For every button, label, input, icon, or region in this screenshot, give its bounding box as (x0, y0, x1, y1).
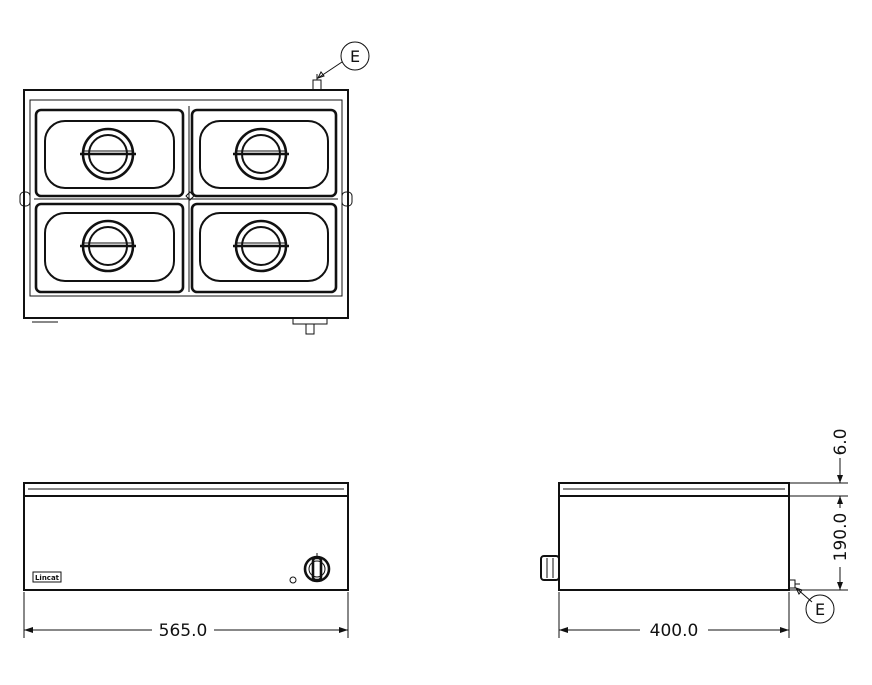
brand-badge: Lincat (32, 571, 62, 583)
left-handle (19, 191, 31, 207)
pan-well-top-right (190, 108, 338, 198)
electrical-connection-top (312, 74, 322, 91)
control-knob-top (292, 317, 328, 335)
side-view: E 400.0 6.0 190.0 (540, 428, 851, 641)
dimension-lid-height-label: 6.0 (831, 428, 851, 455)
top-view-inner-frame (29, 99, 343, 297)
callout-e-side-label: E (815, 600, 825, 619)
dimension-body-height-label: 190.0 (831, 513, 851, 562)
pan-well-top-left (34, 108, 185, 198)
right-handle (341, 191, 353, 207)
front-body (23, 495, 349, 591)
side-body (558, 495, 790, 591)
dimension-side-depth-label: 400.0 (650, 621, 699, 641)
callout-e-side: E (795, 587, 835, 624)
dimension-side-depth: 400.0 (558, 592, 790, 641)
top-view: E (19, 41, 370, 335)
dimension-front-width-label: 565.0 (159, 621, 208, 641)
dimension-vertical: 6.0 190.0 (789, 428, 851, 591)
side-control-knob (540, 555, 560, 581)
control-knob-front (303, 553, 331, 583)
pilot-light (289, 576, 297, 584)
pan-well-bottom-right (190, 202, 338, 294)
top-view-outline (23, 89, 349, 319)
dimension-front-width: 565.0 (23, 592, 349, 641)
side-connector (788, 579, 800, 589)
brand-label: Lincat (35, 574, 60, 582)
callout-e-top: E (317, 41, 370, 79)
pan-well-bottom-left (34, 202, 185, 294)
front-view: Lincat 565.0 (23, 482, 349, 641)
callout-e-label: E (350, 47, 360, 66)
